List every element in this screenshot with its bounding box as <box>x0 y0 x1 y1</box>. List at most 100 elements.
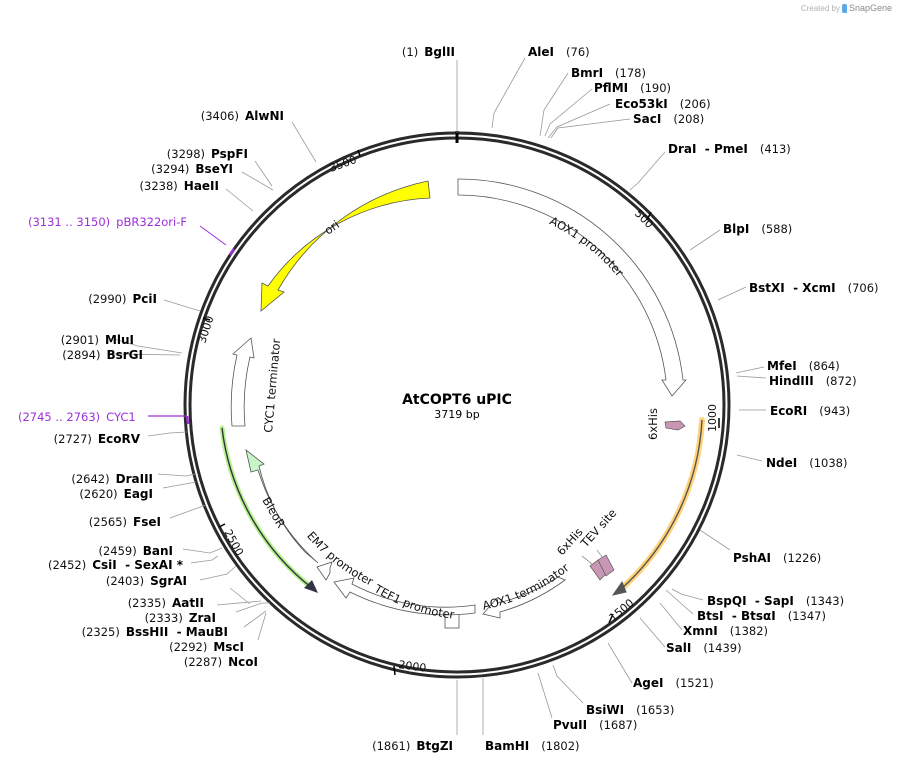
svg-text:BlpI(588): BlpI(588) <box>723 222 792 236</box>
label-aox1-terminator: AOX1 terminator <box>481 560 572 612</box>
label-cyc1-terminator: CYC1 terminator <box>261 338 283 433</box>
label-6xhis-1: 6xHis <box>646 408 660 440</box>
svg-text:(3131 .. 3150)pBR322ori-F: (3131 .. 3150)pBR322ori-F <box>28 215 187 229</box>
svg-text:BstXI - XcmI(706): BstXI - XcmI(706) <box>749 281 879 295</box>
svg-text:EcoRI(943): EcoRI(943) <box>770 404 850 418</box>
enzyme-ecori[interactable]: EcoRI(943) <box>770 404 850 418</box>
svg-text:(2459)BanI: (2459)BanI <box>98 544 173 558</box>
enzyme-ecorv[interactable]: (2727)EcoRV <box>54 432 141 446</box>
svg-text:(3294)BseYI: (3294)BseYI <box>151 162 233 176</box>
snapgene-credit: Created by SnapGene <box>801 3 892 13</box>
svg-text:(2565)FseI: (2565)FseI <box>89 515 161 529</box>
tick-2000: 2000 <box>398 658 428 675</box>
orf-arrowhead-icon <box>611 580 627 596</box>
primers: (3131 .. 3150)pBR322ori-F (2745 .. 2763)… <box>18 215 236 425</box>
svg-text:AleI(76): AleI(76) <box>528 45 590 59</box>
enzyme-bmri[interactable]: BmrI(178) <box>571 66 646 80</box>
feature-ori[interactable] <box>260 180 431 312</box>
enzyme-pspfi[interactable]: (3298)PspFI <box>167 147 248 161</box>
bleor-line-arrowhead-icon <box>304 580 318 593</box>
feature-em7-promoter[interactable] <box>316 561 333 581</box>
svg-text:(2894)BsrGI: (2894)BsrGI <box>62 348 143 362</box>
enzyme-pshai[interactable]: PshAI(1226) <box>733 551 821 565</box>
tick-500: 500 <box>632 207 656 231</box>
enzyme-bspqi-sapi[interactable]: BspQI - SapI(1343) <box>707 594 844 608</box>
tick-3500: 3500 <box>328 153 359 175</box>
label-ori: ori <box>322 217 342 237</box>
enzyme-pflmi[interactable]: PflMI(190) <box>594 81 671 95</box>
feature-tef1-promoter[interactable] <box>333 577 476 616</box>
enzyme-mlui[interactable]: (2901)MluI <box>61 333 134 347</box>
enzyme-hindiii[interactable]: HindIII(872) <box>769 374 857 388</box>
svg-text:(3238)HaeII: (3238)HaeII <box>140 179 219 193</box>
svg-text:(1)BglII: (1)BglII <box>402 45 455 59</box>
enzyme-eagi[interactable]: (2620)EagI <box>79 487 153 501</box>
enzyme-btgzi[interactable]: (1861)BtgZI <box>372 739 453 753</box>
enzyme-xmni[interactable]: XmnI(1382) <box>683 624 768 638</box>
enzyme-btsi-btsai[interactable]: BtsI - BtsαI(1347) <box>697 609 826 623</box>
svg-text:(2333)ZraI: (2333)ZraI <box>145 611 216 625</box>
svg-text:SacI(208): SacI(208) <box>633 112 704 126</box>
svg-text:(2990)PciI: (2990)PciI <box>88 292 157 306</box>
svg-text:AgeI(1521): AgeI(1521) <box>633 676 714 690</box>
enzyme-pcii[interactable]: (2990)PciI <box>88 292 157 306</box>
enzyme-draiii[interactable]: (2642)DraIII <box>71 472 153 486</box>
enzyme-agei[interactable]: AgeI(1521) <box>633 676 714 690</box>
svg-text:XmnI(1382): XmnI(1382) <box>683 624 768 638</box>
feature-tev-site[interactable] <box>597 554 615 577</box>
enzyme-bglii[interactable]: (1)BglII <box>402 45 455 59</box>
credit-prefix: Created by <box>800 3 840 13</box>
plasmid-length: 3719 bp <box>434 408 479 421</box>
svg-text:NdeI(1038): NdeI(1038) <box>766 456 848 470</box>
svg-text:(2745 .. 2763)CYC1: (2745 .. 2763)CYC1 <box>18 410 136 424</box>
primer-cyc1[interactable]: (2745 .. 2763)CYC1 <box>18 410 136 424</box>
svg-text:Eco53kI(206): Eco53kI(206) <box>615 97 711 111</box>
primer-pbr322ori-f[interactable]: (3131 .. 3150)pBR322ori-F <box>28 215 187 229</box>
enzyme-eco53ki[interactable]: Eco53kI(206) <box>615 97 711 111</box>
enzyme-alwni[interactable]: (3406)AlwNI <box>201 109 284 123</box>
enzyme-bani[interactable]: (2459)BanI <box>98 544 173 558</box>
enzyme-csii-sexai[interactable]: (2452)CsiI - SexAI * <box>48 558 184 572</box>
enzyme-bsrgi[interactable]: (2894)BsrGI <box>62 348 143 362</box>
svg-text:(1861)BtgZI: (1861)BtgZI <box>372 739 453 753</box>
enzyme-msci[interactable]: (2292)MscI <box>169 640 244 654</box>
enzyme-mfei[interactable]: MfeI(864) <box>767 359 840 373</box>
enzyme-drai-pmei[interactable]: DraI - PmeI(413) <box>668 142 791 156</box>
feature-aox1-promoter[interactable] <box>457 178 687 397</box>
feature-orf-insert[interactable] <box>617 417 705 593</box>
tick-2500: 2500 <box>221 527 246 558</box>
feature-6xhis-1[interactable] <box>664 420 686 431</box>
enzyme-sali[interactable]: SalI(1439) <box>666 641 742 655</box>
enzyme-leaders <box>113 57 767 735</box>
svg-text:HindIII(872): HindIII(872) <box>769 374 857 388</box>
enzyme-aatii[interactable]: (2335)AatII <box>128 596 204 610</box>
enzyme-pvuii[interactable]: PvuII(1687) <box>553 718 637 732</box>
svg-text:DraI - PmeI(413): DraI - PmeI(413) <box>668 142 791 156</box>
svg-text:BspQI - SapI(1343): BspQI - SapI(1343) <box>707 594 844 608</box>
feature-cyc1-terminator[interactable] <box>230 337 255 427</box>
enzyme-bamhi[interactable]: BamHI(1802) <box>485 739 580 753</box>
enzyme-bsiwi[interactable]: BsiWI(1653) <box>586 703 674 717</box>
label-em7-promoter: EM7 promoter <box>304 529 376 589</box>
enzyme-bseyi[interactable]: (3294)BseYI <box>151 162 233 176</box>
enzyme-ndei[interactable]: NdeI(1038) <box>766 456 848 470</box>
enzyme-blpi[interactable]: BlpI(588) <box>723 222 792 236</box>
enzyme-sgrai[interactable]: (2403)SgrAI <box>106 574 187 588</box>
svg-text:(3298)PspFI: (3298)PspFI <box>167 147 248 161</box>
svg-text:(2292)MscI: (2292)MscI <box>169 640 244 654</box>
feature-bleor[interactable] <box>245 448 319 564</box>
enzyme-bstxi-xcmi[interactable]: BstXI - XcmI(706) <box>749 281 879 295</box>
enzyme-ncoi[interactable]: (2287)NcoI <box>184 655 258 669</box>
enzyme-saci[interactable]: SacI(208) <box>633 112 704 126</box>
enzyme-zrai[interactable]: (2333)ZraI <box>145 611 216 625</box>
enzyme-fsei[interactable]: (2565)FseI <box>89 515 161 529</box>
svg-text:PshAI(1226): PshAI(1226) <box>733 551 821 565</box>
enzyme-bsshii-maubi[interactable]: (2325)BssHII - MauBI <box>82 625 228 639</box>
svg-text:(2287)NcoI: (2287)NcoI <box>184 655 258 669</box>
svg-text:BtsI - BtsαI(1347): BtsI - BtsαI(1347) <box>697 609 826 623</box>
enzyme-haeii[interactable]: (3238)HaeII <box>140 179 219 193</box>
feature-aox1-terminator[interactable] <box>482 576 566 619</box>
svg-text:BsiWI(1653): BsiWI(1653) <box>586 703 674 717</box>
enzyme-alei[interactable]: AleI(76) <box>528 45 590 59</box>
